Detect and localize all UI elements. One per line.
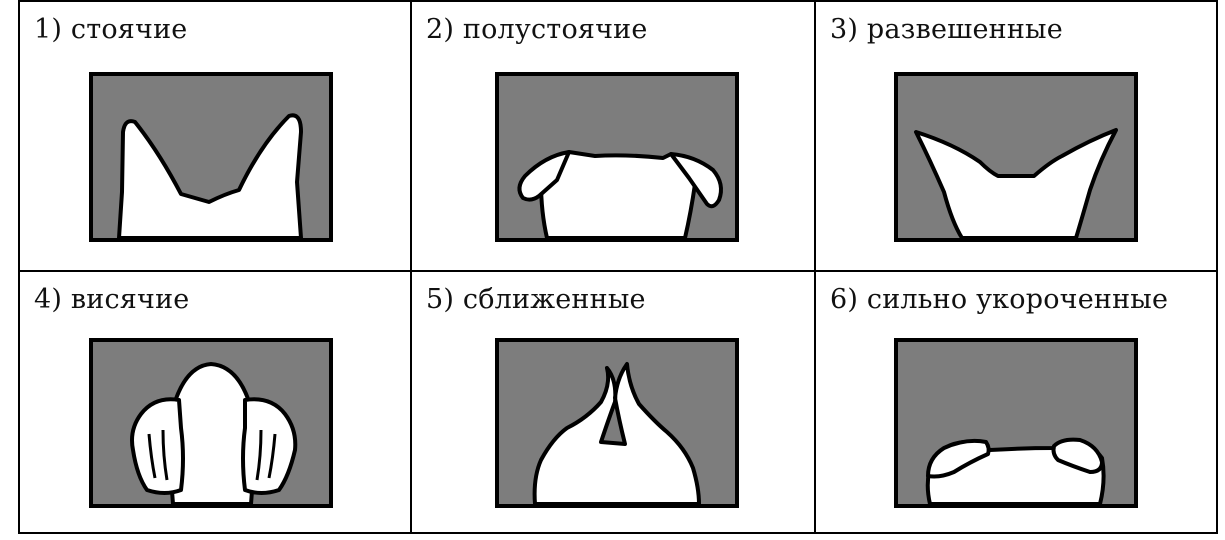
cell-semi-erect-ears: 2) полустоячие [412, 2, 816, 272]
cell-cropped-ears: 6) сильно укороченные [816, 272, 1216, 532]
cell-close-set-ears: 5) сближенные [412, 272, 816, 532]
semi-erect-ears-icon [495, 72, 739, 242]
cropped-ears-icon [894, 338, 1138, 508]
cell-label: 5) сближенные [426, 284, 646, 315]
cell-erect-ears: 1) стоячие [20, 2, 412, 272]
cell-spread-ears: 3) развешенные [816, 2, 1216, 272]
cell-label: 2) полустоячие [426, 14, 648, 45]
drooping-ears-icon [89, 338, 333, 508]
spread-ears-icon [894, 72, 1138, 242]
cell-drooping-ears: 4) висячие [20, 272, 412, 532]
cell-label: 6) сильно укороченные [830, 284, 1168, 315]
cell-label: 4) висячие [34, 284, 189, 315]
close-set-ears-icon [495, 338, 739, 508]
cell-label: 3) развешенные [830, 14, 1063, 45]
erect-ears-icon [89, 72, 333, 242]
ear-types-table: 1) стоячие 2) полустоячие 3) развешенные [18, 0, 1218, 534]
cell-label: 1) стоячие [34, 14, 187, 45]
